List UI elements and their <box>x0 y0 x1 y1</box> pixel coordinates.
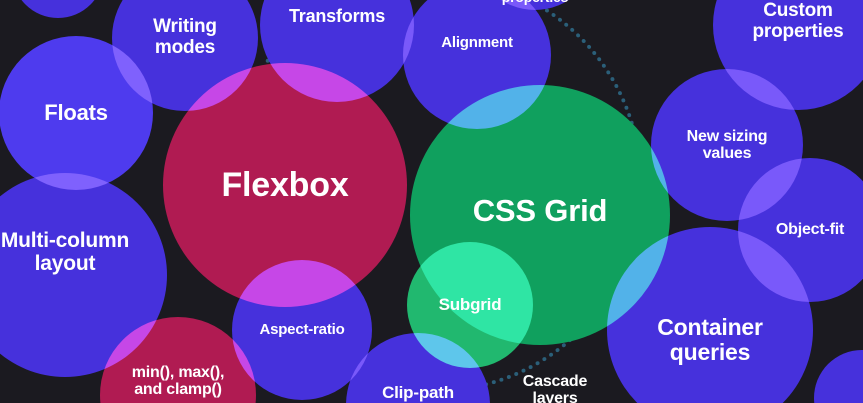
bubble-label: CSS Grid <box>472 193 608 229</box>
bubble-label: Writing modes <box>153 16 217 58</box>
bubble-label: Custom properties <box>752 0 844 42</box>
bubble-custom-properties[interactable]: Custom properties <box>713 0 863 110</box>
bubble-label: Flexbox <box>221 165 349 204</box>
bubble-properties-top[interactable]: properties <box>473 0 597 10</box>
bubble-label: Subgrid <box>438 294 502 314</box>
bubble-label: Multi-column layout <box>0 229 130 275</box>
bubble-floats[interactable]: Floats <box>0 36 153 190</box>
bubble-label: Alignment <box>441 33 513 51</box>
bubble-label: Cascade layers <box>522 372 588 403</box>
bubble-label: Aspect-ratio <box>259 320 345 338</box>
bubble-label: Floats <box>44 100 108 126</box>
bubble-aspect-ratio[interactable]: Aspect-ratio <box>232 260 372 400</box>
bubble-label: properties <box>496 0 574 6</box>
bubble-label: Clip-path <box>382 382 454 402</box>
bubble-label: New sizing values <box>686 127 768 162</box>
bubble-label: Container queries <box>657 314 763 365</box>
bubble-cascade-layers[interactable]: Cascade layers <box>495 360 615 403</box>
bubble-label: Object-fit <box>775 221 845 239</box>
bubble-label: min(), max(), and clamp() <box>131 363 225 398</box>
bubble-corner-top-left[interactable] <box>12 0 104 18</box>
bubble-label: Transforms <box>288 6 386 27</box>
bubble-corner-bottom-right[interactable] <box>814 350 863 403</box>
